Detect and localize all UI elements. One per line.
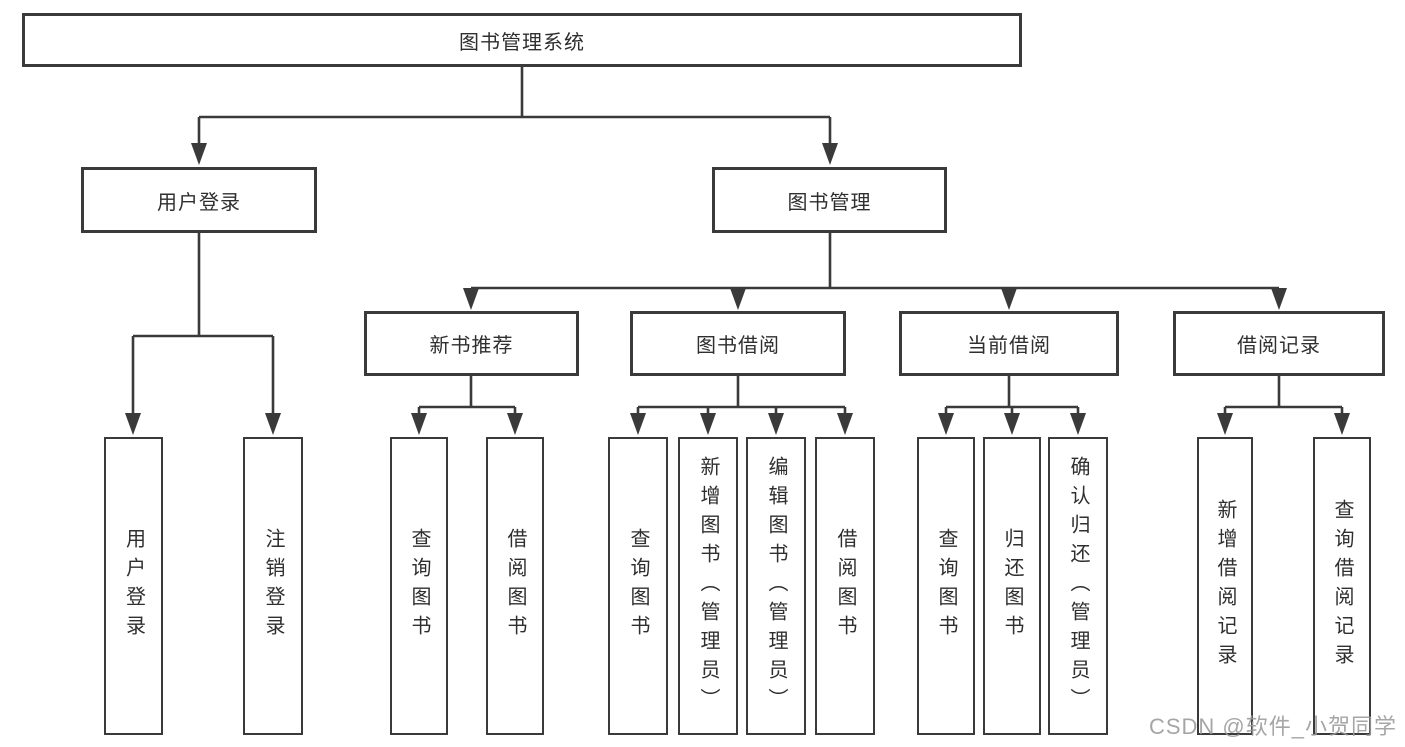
leaf-edit-books-admin: 编辑图书（管理员）	[746, 437, 806, 735]
arrowhead-icon	[125, 413, 141, 435]
leaf-logout-label: 注销登录	[262, 528, 284, 644]
arrowhead-icon	[1217, 413, 1233, 435]
leaf-user-login-label: 用户登录	[122, 528, 145, 644]
arrowhead-icon	[1001, 288, 1017, 310]
node-book-borrow: 图书借阅	[630, 311, 846, 376]
node-user-login: 用户登录	[81, 167, 317, 233]
leaf-query-borrow-record: 查询借阅记录	[1313, 437, 1371, 735]
leaf-borrow-books-recommend-label: 借阅图书	[504, 528, 526, 644]
leaf-return-books-label: 归还图书	[1001, 528, 1023, 644]
leaf-return-books: 归还图书	[983, 437, 1041, 735]
node-new-book-recommend: 新书推荐	[364, 311, 579, 376]
leaf-query-books-current-label: 查询图书	[935, 528, 957, 644]
leaf-add-books-admin: 新增图书（管理员）	[678, 437, 738, 735]
arrowhead-icon	[938, 413, 954, 435]
node-book-management: 图书管理	[712, 167, 947, 233]
leaf-logout: 注销登录	[243, 437, 303, 735]
leaf-add-books-admin-label: 新增图书（管理员）	[697, 455, 719, 717]
node-user-login-label: 用户登录	[157, 191, 241, 214]
leaf-query-books-recommend: 查询图书	[390, 437, 448, 735]
leaf-query-books-borrow: 查询图书	[608, 437, 668, 735]
node-current-borrow: 当前借阅	[899, 311, 1119, 376]
arrowhead-icon	[1004, 413, 1020, 435]
node-book-management-label: 图书管理	[787, 191, 872, 214]
leaf-add-borrow-record-label: 新增借阅记录	[1214, 499, 1236, 673]
arrowhead-icon	[411, 413, 427, 435]
node-borrow-records-label: 借阅记录	[1237, 335, 1321, 357]
leaf-borrow-books-recommend: 借阅图书	[486, 437, 544, 735]
leaf-query-books-recommend-label: 查询图书	[408, 528, 430, 644]
arrowhead-icon	[700, 413, 716, 435]
leaf-user-login: 用户登录	[104, 437, 163, 735]
arrowhead-icon	[730, 288, 746, 310]
leaf-confirm-return-admin: 确认归还（管理员）	[1048, 437, 1108, 735]
leaf-borrow-books-label: 借阅图书	[834, 528, 856, 644]
arrowhead-icon	[463, 288, 479, 310]
leaf-borrow-books: 借阅图书	[815, 437, 875, 735]
node-root: 图书管理系统	[22, 13, 1022, 67]
arrowhead-icon	[768, 413, 784, 435]
leaf-query-books-borrow-label: 查询图书	[627, 528, 649, 644]
leaf-query-books-current: 查询图书	[917, 437, 975, 735]
leaf-add-borrow-record: 新增借阅记录	[1197, 437, 1253, 735]
arrowhead-icon	[822, 143, 838, 165]
node-book-borrow-label: 图书借阅	[696, 335, 780, 357]
leaf-confirm-return-admin-label: 确认归还（管理员）	[1067, 455, 1089, 717]
arrowhead-icon	[507, 413, 523, 435]
arrowhead-icon	[1271, 288, 1287, 310]
leaf-edit-books-admin-label: 编辑图书（管理员）	[765, 455, 787, 717]
node-new-book-recommend-label: 新书推荐	[429, 335, 514, 357]
arrowhead-icon	[1070, 413, 1086, 435]
arrowhead-icon	[837, 413, 853, 435]
node-root-label: 图书管理系统	[459, 31, 585, 54]
arrowhead-icon	[1334, 413, 1350, 435]
arrowhead-icon	[265, 413, 281, 435]
csdn-watermark: CSDN @软件_小贺同学	[1148, 714, 1397, 739]
arrowhead-icon	[630, 413, 646, 435]
node-current-borrow-label: 当前借阅	[967, 335, 1051, 357]
leaf-query-borrow-record-label: 查询借阅记录	[1331, 499, 1353, 673]
arrowhead-icon	[191, 143, 207, 165]
node-borrow-records: 借阅记录	[1173, 311, 1385, 376]
